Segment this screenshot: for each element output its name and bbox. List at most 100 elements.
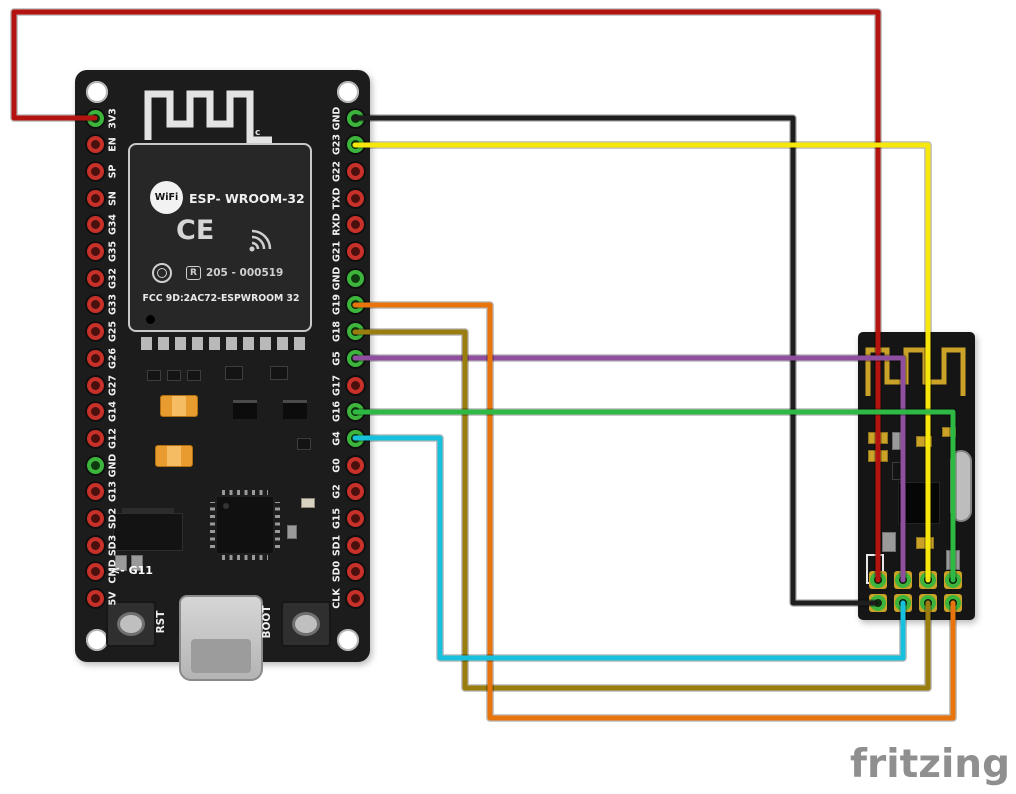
smd-component (187, 370, 201, 381)
esp32-pin-left-g26[interactable] (86, 349, 104, 367)
wifi-arcs-icon (249, 229, 272, 252)
esp32-pin-left-5v[interactable] (86, 590, 104, 608)
green-wire-outline (351, 408, 957, 584)
castellation-pad (209, 337, 220, 350)
castellation-pad (192, 337, 203, 350)
chip-pin1-dot (223, 503, 229, 509)
transistor (233, 400, 257, 419)
castellation-pad (158, 337, 169, 350)
esp32-pin-right-g17[interactable] (346, 376, 364, 394)
esp32-pin-right-g21[interactable] (346, 243, 364, 260)
led (301, 498, 315, 508)
esp32-pin-left-g12[interactable] (86, 429, 104, 447)
green-wire[interactable] (352, 409, 956, 583)
transistor (283, 400, 307, 419)
red-wire-outline (10, 8, 882, 584)
castellation-pad (175, 337, 186, 350)
fritzing-watermark: fritzing (850, 742, 1010, 787)
purple-wire[interactable] (352, 355, 906, 583)
cyan-wire[interactable] (352, 435, 906, 661)
esp32-pin-right-sd0[interactable] (346, 563, 364, 581)
smd-component (147, 370, 161, 381)
certification-number: R 205 - 000519 (186, 266, 283, 280)
esp32-pin-right-clk[interactable] (346, 590, 364, 608)
castellation-pad (226, 337, 237, 350)
esp32-pin-right-gnd[interactable] (346, 269, 364, 287)
dark-yellow-wire[interactable] (352, 329, 931, 691)
nrf24-pin-r2-c1[interactable] (869, 594, 887, 612)
g11-silkscreen-label: <- G11 (111, 564, 153, 577)
mounting-hole (86, 81, 108, 103)
espressif-wifi-logo-icon: WiFi (150, 181, 183, 214)
smd-component (270, 366, 288, 380)
esp32-pin-left-gnd[interactable] (86, 456, 104, 474)
esp-wroom-32-shield: WiFi ESP- WROOM-32 CE R 205 - 000519 FCC… (128, 143, 312, 332)
yellow-wire[interactable] (352, 142, 931, 583)
pcb-antenna-icon (144, 90, 272, 144)
micro-usb-connector (179, 595, 263, 681)
smd-component (287, 525, 297, 539)
shield-dot (146, 315, 155, 324)
pcb-antenna-icon (865, 347, 966, 396)
esp32-pin-left-g25[interactable] (86, 323, 104, 341)
esp32-pin-left-g32[interactable] (86, 269, 104, 287)
castellation-pad (243, 337, 254, 350)
esp32-pin-left-sd2[interactable] (86, 510, 104, 527)
tantalum-capacitor (155, 445, 193, 467)
esp32-pin-right-g0[interactable] (346, 456, 364, 474)
castellation-pad (260, 337, 271, 350)
esp32-pin-left-g34[interactable] (86, 216, 104, 234)
castellation-pad (141, 337, 152, 350)
esp32-pin-right-sd1[interactable] (346, 536, 364, 554)
smd-capacitor (131, 555, 143, 571)
smd-component (916, 436, 932, 447)
orange-wire[interactable] (352, 302, 956, 721)
r-mark: R (186, 266, 201, 280)
chip-pins (275, 502, 280, 548)
esp32-pin-left-sn[interactable] (86, 189, 104, 207)
mounting-hole (86, 629, 108, 651)
esp32-pin-right-txd[interactable] (346, 189, 364, 207)
rst-button[interactable] (106, 601, 156, 647)
esp32-pin-left-sd3[interactable] (86, 536, 104, 554)
silkscreen-c-mark: c (255, 128, 261, 138)
esp32-pin-right-g15[interactable] (346, 510, 364, 527)
mounting-hole (337, 629, 359, 651)
voltage-regulator (113, 508, 183, 551)
smd-component (225, 366, 243, 380)
tantalum-capacitor (160, 395, 198, 417)
usb-uart-chip (210, 490, 280, 560)
fcc-id-label: FCC 9D:2AC72-ESPWROOM 32 (142, 293, 300, 304)
red-wire[interactable] (11, 9, 881, 583)
smd-capacitor (115, 555, 127, 571)
esp32-devkit-board[interactable]: c WiFi ESP- WROOM-32 CE R 205 - 000519 F… (75, 70, 370, 681)
chip-pins (222, 555, 268, 560)
castellation-pad (294, 337, 305, 350)
castellated-pads (141, 337, 305, 350)
esp32-pin-right-g22[interactable] (346, 162, 364, 180)
esp32-pin-left-sp[interactable] (86, 162, 104, 180)
esp32-pin-right-rxd[interactable] (346, 216, 364, 234)
esp32-pin-left-g13[interactable] (86, 483, 104, 501)
boot-button[interactable] (281, 601, 331, 647)
esp32-pin-right-g2[interactable] (346, 483, 364, 501)
module-name-label: ESP- WROOM-32 (189, 191, 305, 206)
cyan-wire-outline (351, 434, 907, 662)
chip-pins (222, 490, 268, 495)
smd-component (882, 532, 896, 552)
esp32-pin-left-g35[interactable] (86, 243, 104, 260)
esp32-pin-left-cmd[interactable] (86, 563, 104, 581)
esp32-pin-left-g27[interactable] (86, 376, 104, 394)
smd-component (297, 438, 311, 450)
certification-emblem-icon (152, 263, 172, 283)
esp32-pin-left-g14[interactable] (86, 403, 104, 421)
mounting-hole (337, 81, 359, 103)
cert-number-label: 205 - 000519 (205, 267, 284, 279)
castellation-pad (277, 337, 288, 350)
esp32-pin-left-en[interactable] (86, 136, 104, 154)
esp32-pin-left-g33[interactable] (86, 296, 104, 314)
chip-pins (210, 502, 215, 548)
smd-component (167, 370, 181, 381)
